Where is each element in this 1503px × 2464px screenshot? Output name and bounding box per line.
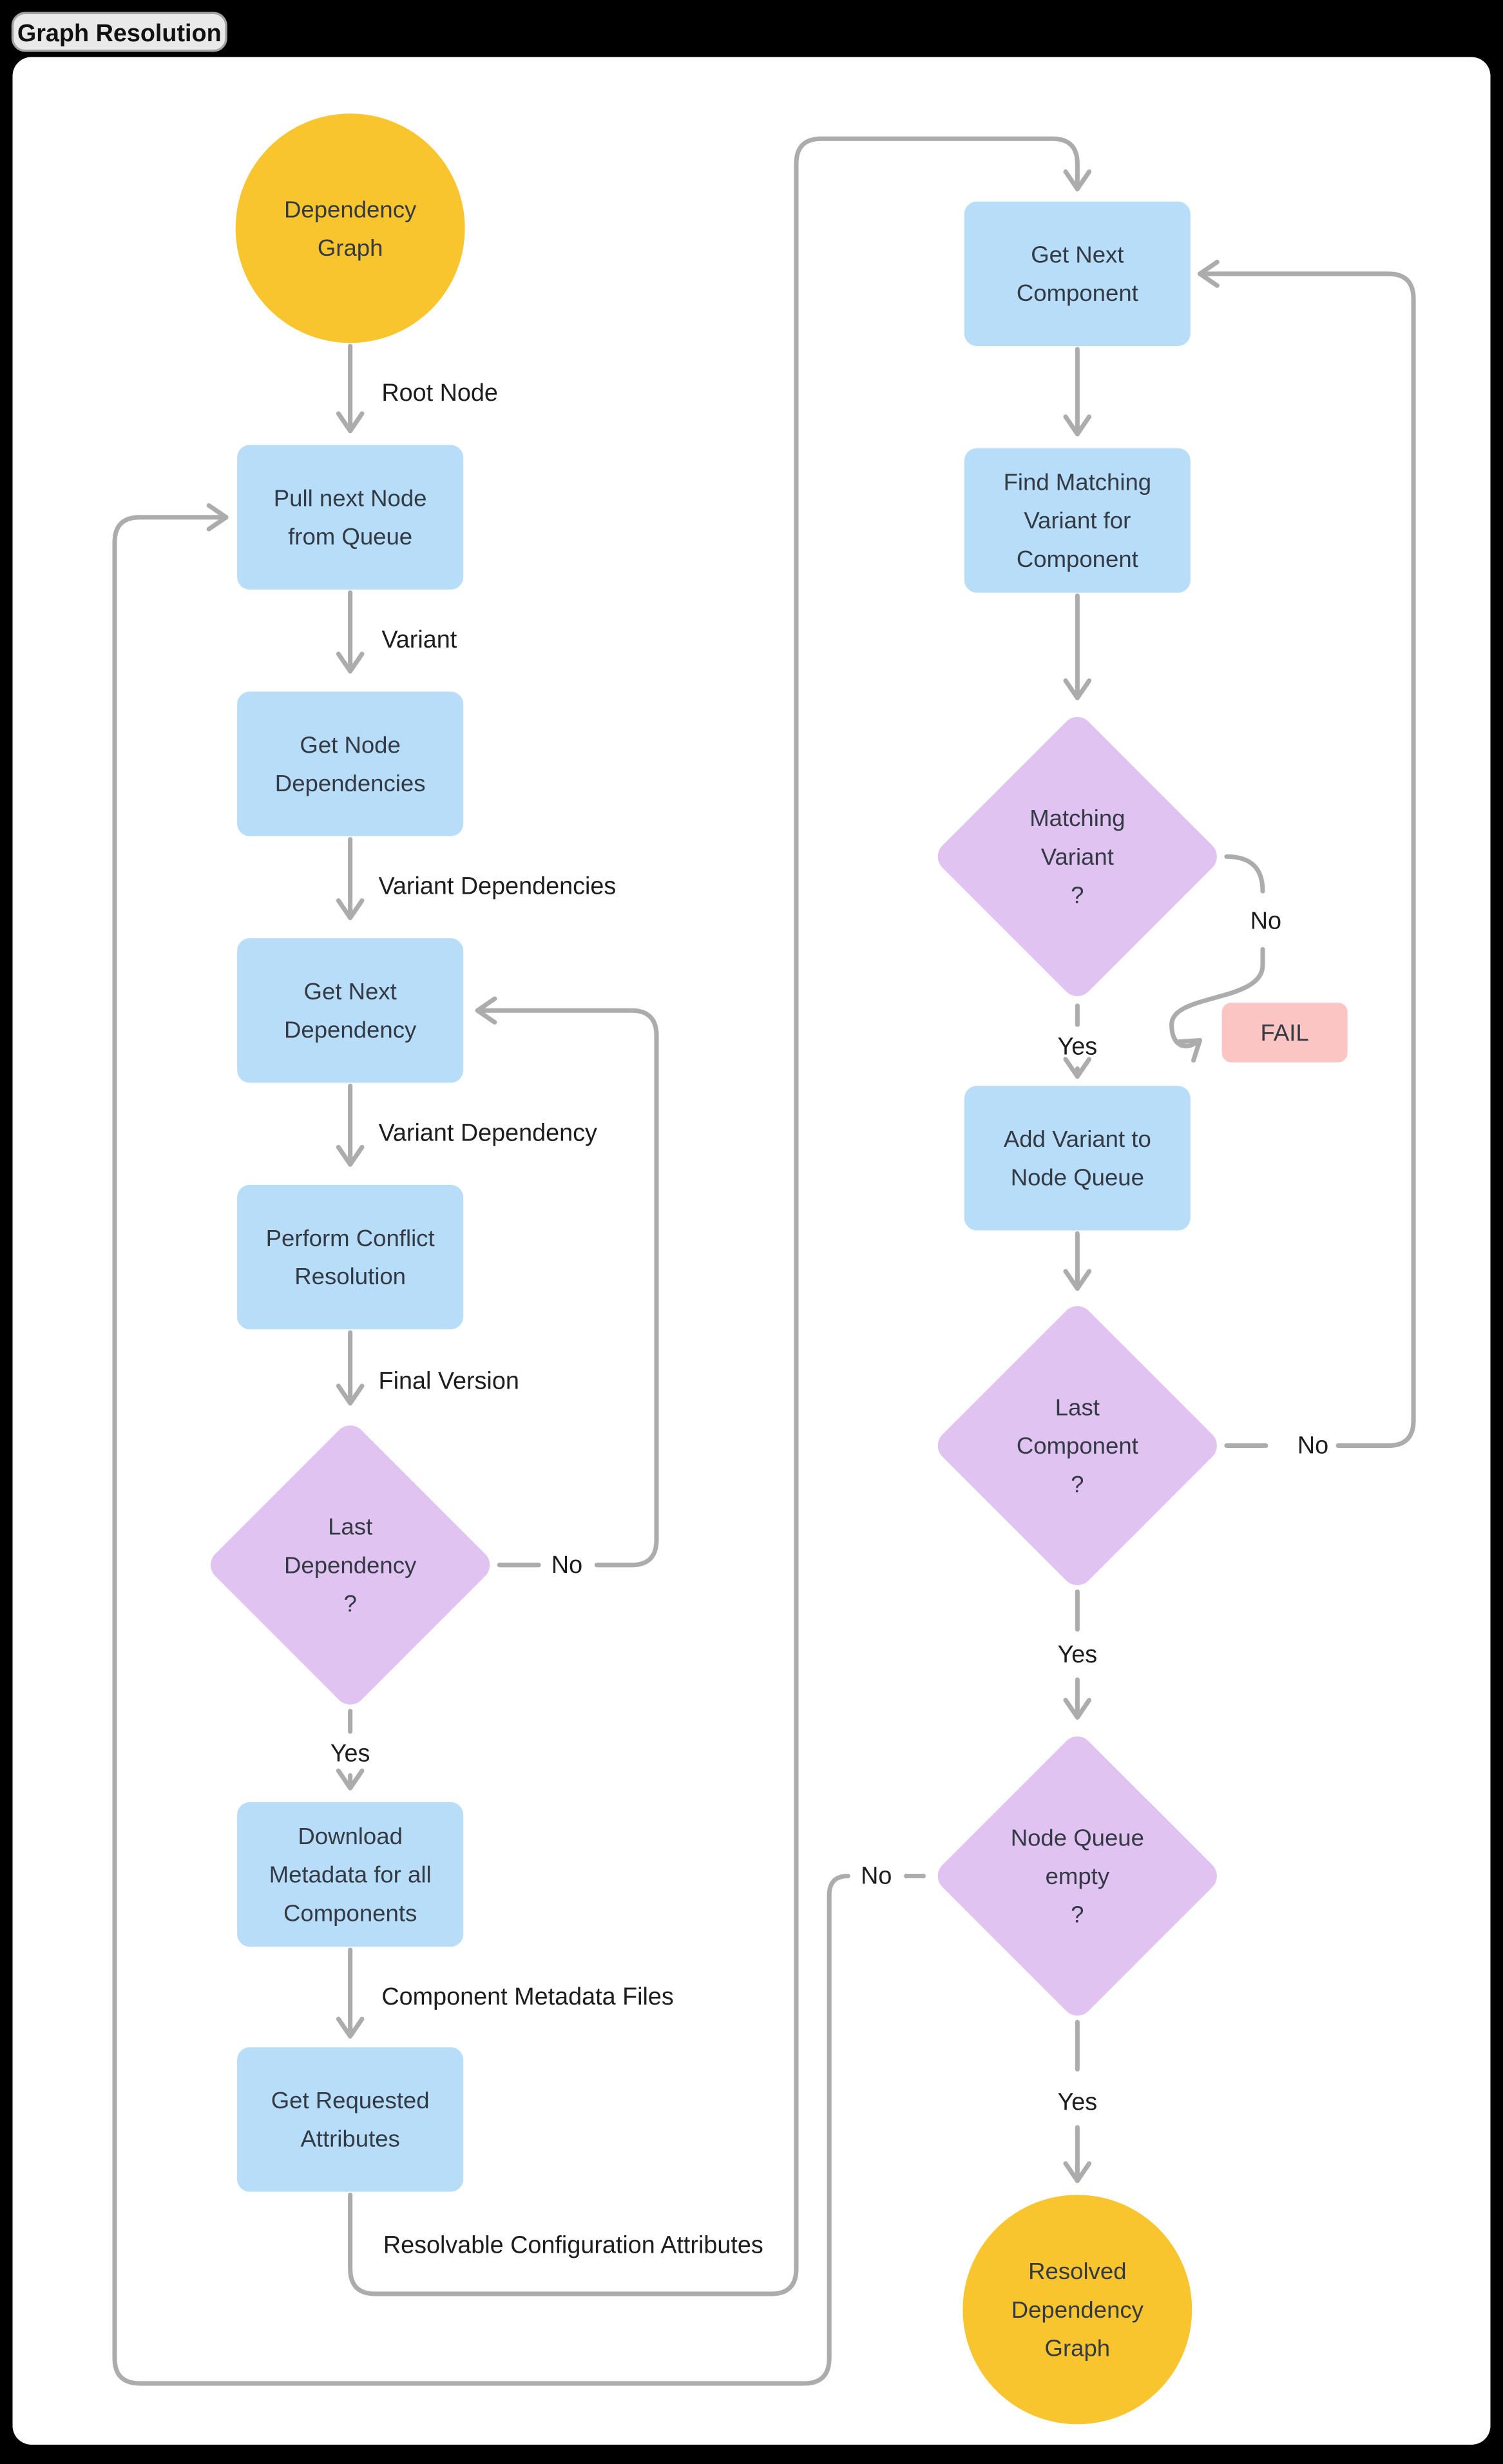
edges — [112, 136, 1416, 2386]
edge-label-yes-node-queue-empty: Yes — [1058, 2089, 1098, 2116]
decision-diamond-shape — [937, 1736, 1217, 2016]
node-resolved-line2: Dependency — [1011, 2296, 1144, 2323]
edge-matching-variant-no-1 — [1224, 854, 1265, 894]
process-box-shape — [964, 448, 1191, 593]
node-matching-variant: Matching Variant ? — [937, 717, 1217, 996]
node-find-matching-variant-line1: Find Matching — [1004, 468, 1152, 495]
node-last-dependency-line2: Dependency — [284, 1552, 417, 1578]
node-download-metadata-line1: Download — [298, 1823, 403, 1849]
edge-label-no-node-queue-empty: No — [861, 1863, 892, 1890]
edge-label-variant-dependency: Variant Dependency — [379, 1119, 598, 1146]
node-perform-conflict-resolution-line1: Perform Conflict — [266, 1225, 435, 1251]
node-last-dependency: Last Dependency ? — [211, 1425, 490, 1705]
title-pill: Graph Resolution — [11, 12, 227, 52]
node-last-dependency-line3: ? — [343, 1590, 356, 1617]
node-get-next-dependency: Get Next Dependency — [237, 938, 464, 1083]
node-node-queue-empty: Node Queue empty ? — [937, 1736, 1217, 2016]
title-pill-background — [11, 12, 227, 52]
process-box-shape — [237, 445, 464, 590]
node-find-matching-variant: Find Matching Variant for Component — [964, 448, 1191, 593]
node-last-component-line3: ? — [1071, 1471, 1084, 1497]
edge-last-component-no-2 — [1197, 260, 1416, 1449]
edge-last-dependency-no-2 — [475, 996, 659, 1568]
node-matching-variant-line1: Matching — [1029, 805, 1125, 831]
decision-diamond-shape — [211, 1425, 490, 1705]
node-get-requested-attributes: Get Requested Attributes — [237, 2047, 464, 2192]
node-add-variant-line2: Node Queue — [1011, 1164, 1144, 1191]
node-find-matching-variant-line3: Component — [1017, 546, 1138, 572]
process-box-shape — [237, 1184, 464, 1330]
node-get-next-component-line1: Get Next — [1031, 242, 1124, 268]
node-node-queue-empty-line2: empty — [1046, 1863, 1110, 1889]
process-box-shape — [237, 1802, 464, 1947]
edge-label-variant: Variant — [381, 626, 457, 653]
edge-label-no-matching-variant: No — [1250, 907, 1281, 934]
node-perform-conflict-resolution-line2: Resolution — [294, 1263, 406, 1289]
node-get-node-dependencies: Get Node Dependencies — [237, 691, 464, 836]
process-box-shape — [964, 1086, 1191, 1231]
node-download-metadata-line3: Components — [283, 1900, 417, 1926]
edge-labels: Root Node Variant Variant Dependencies V… — [330, 380, 1328, 2258]
process-box-shape — [237, 691, 464, 836]
node-pull-next-node: Pull next Node from Queue — [237, 445, 464, 590]
edge-label-variant-dependencies: Variant Dependencies — [379, 873, 617, 900]
page-title: Graph Resolution — [17, 20, 222, 47]
node-get-node-dependencies-line2: Dependencies — [275, 770, 426, 796]
node-download-metadata-line2: Metadata for all — [269, 1862, 432, 1888]
diagram-panel — [12, 57, 1491, 2445]
node-find-matching-variant-line2: Variant for — [1024, 507, 1131, 534]
edge-resolvable-configuration-attributes — [348, 136, 1092, 2296]
decision-diamond-shape — [937, 1305, 1217, 1586]
node-download-metadata: Download Metadata for all Components — [237, 1802, 464, 1947]
node-last-dependency-line1: Last — [328, 1514, 372, 1540]
node-last-component-line2: Component — [1017, 1432, 1138, 1459]
edge-matching-variant-no-2 — [1169, 947, 1265, 1063]
node-resolved-dependency-graph: Resolved Dependency Graph — [962, 2195, 1192, 2425]
edge-label-no-last-component: No — [1297, 1432, 1328, 1459]
node-node-queue-empty-line3: ? — [1071, 1901, 1084, 1928]
edge-label-yes-matching-variant: Yes — [1058, 1033, 1098, 1060]
node-node-queue-empty-line1: Node Queue — [1011, 1824, 1144, 1851]
node-resolved-line3: Graph — [1045, 2335, 1111, 2362]
node-last-component-line1: Last — [1055, 1394, 1100, 1420]
node-perform-conflict-resolution: Perform Conflict Resolution — [237, 1184, 464, 1330]
process-box-shape — [237, 938, 464, 1083]
node-get-next-dependency-line1: Get Next — [304, 978, 397, 1005]
edge-label-yes-last-dependency: Yes — [330, 1740, 370, 1767]
node-fail: FAIL — [1221, 1003, 1348, 1063]
process-box-shape — [237, 2047, 464, 2192]
edge-label-final-version: Final Version — [379, 1368, 519, 1395]
edge-label-yes-last-component: Yes — [1058, 1641, 1098, 1668]
end-circle-shape — [962, 2195, 1192, 2425]
edge-label-resolvable-configuration-attributes: Resolvable Configuration Attributes — [383, 2231, 763, 2258]
node-dependency-graph: Dependency Graph — [235, 113, 465, 343]
node-get-requested-attributes-line1: Get Requested — [271, 2087, 430, 2113]
node-fail-label: FAIL — [1261, 1019, 1309, 1046]
edge-label-no-last-dependency: No — [551, 1552, 582, 1579]
node-dependency-graph-line1: Dependency — [284, 196, 417, 222]
edge-label-component-metadata-files: Component Metadata Files — [381, 1983, 673, 2010]
node-get-next-dependency-line2: Dependency — [284, 1017, 417, 1043]
node-get-node-dependencies-line1: Get Node — [300, 731, 400, 758]
edge-label-root-node: Root Node — [381, 380, 498, 407]
node-get-next-component-line2: Component — [1017, 280, 1138, 306]
node-get-requested-attributes-line2: Attributes — [300, 2126, 399, 2152]
edge-node-queue-empty-no-2 — [112, 503, 850, 2386]
node-add-variant-line1: Add Variant to — [1004, 1126, 1151, 1152]
node-pull-next-node-line1: Pull next Node — [274, 485, 427, 512]
process-box-shape — [964, 201, 1191, 347]
fail-box-shape — [1221, 1003, 1348, 1063]
node-pull-next-node-line2: from Queue — [288, 523, 412, 550]
node-get-next-component: Get Next Component — [964, 201, 1191, 347]
node-matching-variant-line3: ? — [1071, 882, 1084, 909]
start-circle-shape — [235, 113, 465, 343]
node-dependency-graph-line2: Graph — [318, 235, 383, 261]
node-add-variant-to-node-queue: Add Variant to Node Queue — [964, 1086, 1191, 1231]
node-matching-variant-line2: Variant — [1041, 843, 1114, 870]
node-last-component: Last Component ? — [937, 1305, 1217, 1586]
node-resolved-line1: Resolved — [1028, 2258, 1126, 2284]
decision-diamond-shape — [937, 717, 1217, 996]
